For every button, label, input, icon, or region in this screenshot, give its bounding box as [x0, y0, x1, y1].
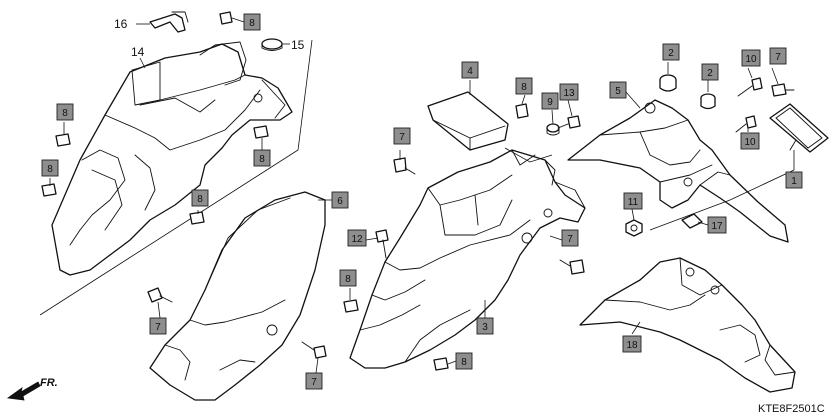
washer-17	[681, 213, 703, 229]
leader-lines	[49, 17, 795, 374]
callout-box-7a: 7	[149, 317, 167, 335]
svg-text:8: 8	[521, 82, 527, 93]
callout-box-6: 6	[331, 191, 349, 209]
callout-box-2a: 2	[662, 43, 680, 61]
callout-box-9: 9	[541, 92, 559, 110]
front-direction-arrow: FR.	[6, 377, 58, 401]
svg-text:10: 10	[744, 137, 756, 148]
callout-box-8a: 8	[243, 13, 261, 31]
clip-8d	[189, 211, 205, 225]
under-cover	[579, 257, 796, 393]
harness-clip-16	[149, 11, 189, 33]
svg-text:3: 3	[482, 322, 488, 333]
clip-top-left	[219, 11, 233, 25]
clip-8a	[55, 133, 71, 147]
svg-text:10: 10	[745, 54, 757, 65]
diagram-code: KTE8F2501C	[758, 403, 825, 415]
svg-text:7: 7	[155, 322, 161, 333]
bolt-7d	[559, 259, 585, 275]
svg-text:11: 11	[628, 197, 639, 208]
rubber-2a	[659, 74, 677, 92]
callout-box-8g: 8	[339, 269, 357, 287]
callout-box-8c: 8	[253, 149, 271, 167]
callout-box-3: 3	[476, 317, 494, 335]
svg-text:7: 7	[567, 234, 573, 245]
callout-box-17: 17	[707, 216, 727, 234]
callout-box-8d: 8	[41, 159, 59, 177]
rear-fender	[349, 149, 586, 369]
clip-8g	[343, 299, 359, 313]
callout-box-4: 4	[461, 61, 479, 79]
callout-box-8f: 8	[515, 77, 533, 95]
bolt-7e	[771, 83, 795, 97]
svg-text:4: 4	[467, 66, 473, 77]
svg-text:2: 2	[707, 68, 713, 79]
svg-text:8: 8	[47, 164, 53, 175]
callout-box-13: 13	[559, 83, 579, 101]
callout-box-8e: 8	[191, 189, 209, 207]
svg-text:8: 8	[249, 18, 255, 29]
svg-text:8: 8	[461, 357, 467, 368]
bolt-7c	[393, 157, 416, 175]
callout-box-18: 18	[622, 335, 642, 353]
callout-box-7c: 7	[393, 127, 411, 145]
callout-box-7b: 7	[305, 372, 323, 390]
callout-15: 15	[291, 38, 305, 52]
svg-text:13: 13	[563, 88, 575, 99]
callout-box-8b: 8	[56, 103, 74, 121]
svg-text:18: 18	[626, 340, 638, 351]
callout-box-8h: 8	[455, 352, 473, 370]
svg-text:5: 5	[615, 86, 621, 97]
group-separator-line	[39, 39, 313, 316]
license-bracket	[567, 99, 789, 243]
svg-text:7: 7	[775, 52, 781, 63]
inner-rear-fender-assembly	[51, 41, 293, 276]
callout-box-10a: 10	[741, 49, 761, 67]
svg-text:2: 2	[668, 48, 674, 59]
svg-text:8: 8	[259, 154, 265, 165]
callout-box-2b: 2	[701, 63, 719, 81]
svg-text:6: 6	[337, 196, 343, 207]
nut-11	[625, 219, 643, 237]
license-light	[769, 103, 829, 153]
rubber-2b	[700, 93, 716, 110]
callout-box-10b: 10	[740, 132, 760, 150]
rear-hugger-fender	[149, 191, 326, 401]
callout-box-5: 5	[609, 81, 627, 99]
bolt-13	[557, 115, 581, 129]
svg-text:7: 7	[311, 377, 317, 388]
svg-text:8: 8	[345, 274, 351, 285]
svg-text:12: 12	[351, 234, 363, 245]
collar-9	[546, 123, 560, 136]
clip-8h	[433, 357, 449, 371]
callout-box-12: 12	[347, 229, 367, 247]
callout-box-1: 1	[785, 171, 803, 189]
svg-text:8: 8	[62, 108, 68, 119]
callout-box-7e: 7	[769, 47, 787, 65]
svg-text:9: 9	[547, 97, 553, 108]
screw-10b	[735, 115, 757, 133]
rear-fender-cover	[427, 91, 509, 151]
clip-8-mid	[515, 103, 529, 119]
screw-10a	[737, 77, 763, 97]
svg-text:1: 1	[791, 176, 797, 187]
svg-text:7: 7	[399, 132, 405, 143]
clip-8b	[253, 125, 269, 139]
front-direction-label: FR.	[40, 377, 58, 389]
svg-text:8: 8	[197, 194, 203, 205]
callout-14: 14	[131, 45, 145, 59]
bolt-7a	[147, 287, 173, 303]
grommet-15	[261, 38, 283, 51]
svg-text:17: 17	[711, 221, 723, 232]
clip-8c	[41, 183, 57, 197]
bolt-7b	[301, 341, 327, 359]
callout-16: 16	[114, 17, 128, 31]
callout-box-7d: 7	[561, 229, 579, 247]
callout-box-11: 11	[623, 192, 643, 210]
bolt-12	[375, 229, 389, 259]
